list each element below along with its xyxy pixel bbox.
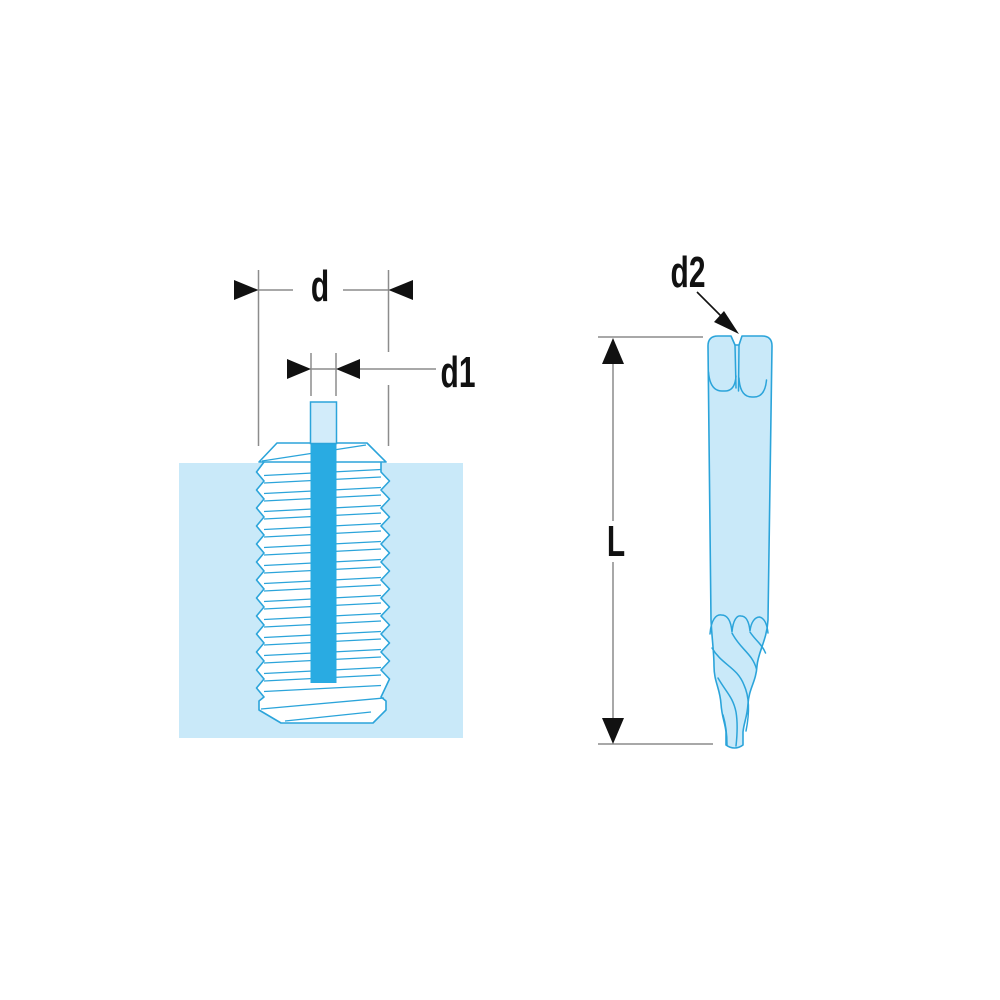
d1-arrowhead-right-icon — [336, 359, 360, 379]
L-label: L — [607, 516, 625, 565]
flute-curve-1 — [711, 647, 750, 732]
L-arrowhead-down-icon — [602, 718, 624, 744]
L-arrowhead-up-icon — [602, 338, 624, 364]
facet-bottom-curve-right — [738, 377, 768, 398]
insert-core-shaft — [310, 443, 337, 683]
dimension-L: L — [598, 336, 713, 745]
d-label: d — [311, 261, 329, 310]
flute-curve-2 — [731, 632, 758, 670]
extractor-body — [707, 335, 773, 749]
thread-bottom-line — [260, 697, 385, 710]
thread-line — [263, 684, 382, 693]
d2-label: d2 — [671, 247, 706, 296]
extractor-side-view: L d2 — [598, 247, 773, 749]
d-arrowhead-left-icon — [234, 280, 259, 300]
insert-front-view: d d1 — [179, 261, 475, 738]
hex-facets — [707, 344, 768, 398]
dimension-d2: d2 — [671, 247, 739, 334]
flute-curve-5 — [722, 714, 728, 746]
facet-center-line-right — [737, 344, 740, 392]
flute-scallop-lobes — [709, 614, 769, 635]
d1-arrowhead-left-icon — [287, 359, 311, 379]
spiral-flutes — [709, 614, 769, 747]
dimension-d1: d1 — [287, 347, 475, 396]
d-arrowhead-right-icon — [388, 280, 413, 300]
flute-curve-4 — [717, 677, 738, 747]
insert-core-top — [309, 401, 338, 445]
thread-chamfer-line — [284, 711, 372, 722]
dimension-d: d — [234, 261, 413, 446]
d1-label: d1 — [441, 347, 476, 396]
flute-curve-3 — [749, 631, 767, 654]
d2-arrowhead-icon — [714, 311, 739, 334]
facet-bottom-curve-left — [707, 371, 737, 392]
